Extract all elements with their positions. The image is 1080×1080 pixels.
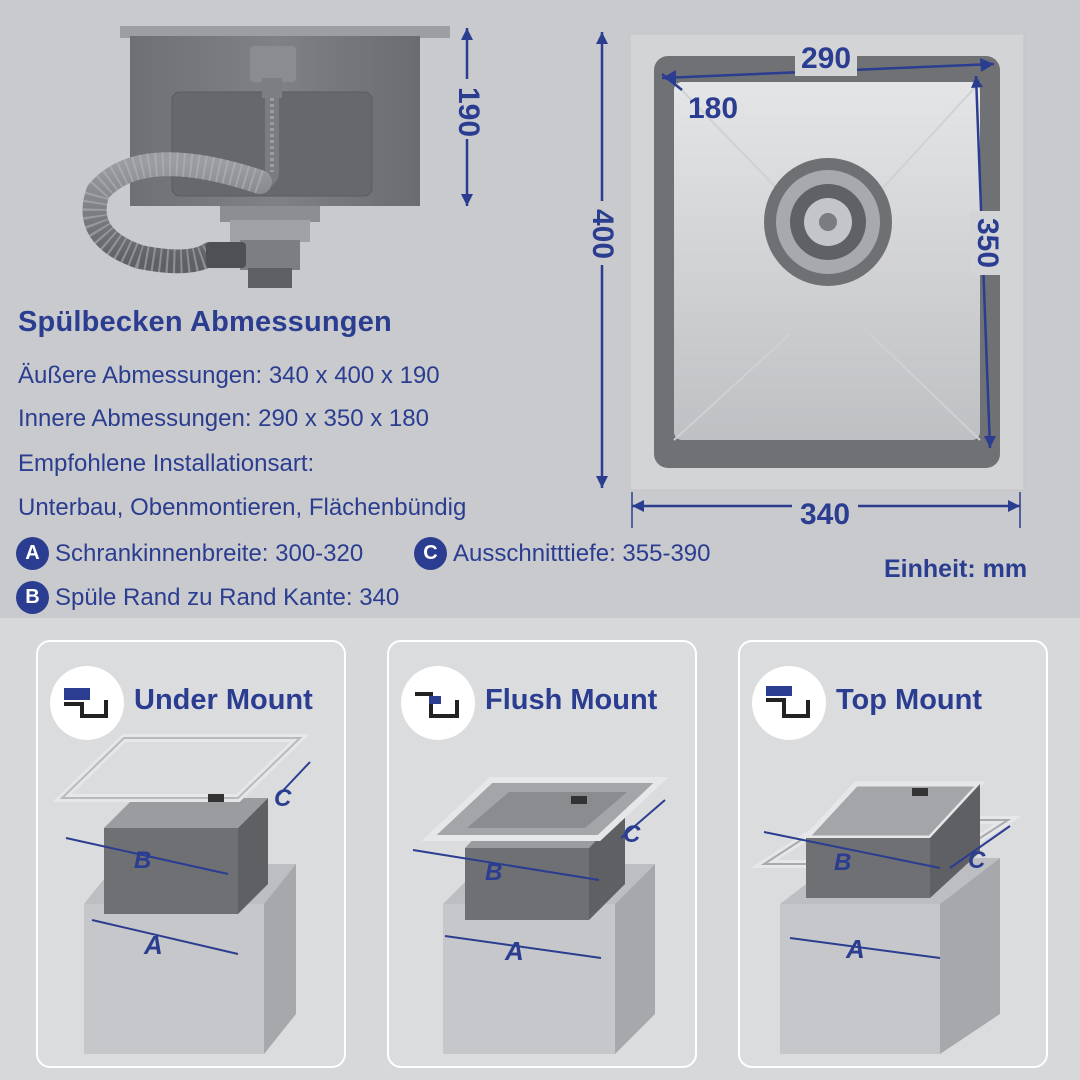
under-mount-label-a: A	[143, 930, 163, 960]
top-mount-label-c: C	[968, 847, 986, 874]
inner-dimensions-text: Innere Abmessungen: 290 x 350 x 180	[18, 405, 429, 432]
under-mount-icon	[64, 688, 108, 718]
under-mount-title: Under Mount	[134, 684, 313, 716]
top-mount-title: Top Mount	[836, 684, 983, 716]
sink-side-view-image	[82, 26, 450, 288]
flush-mount-diagram: B A C	[412, 777, 669, 1054]
spec-b-text: Spüle Rand zu Rand Kante: 340	[55, 583, 400, 611]
a-badge: A	[16, 537, 49, 570]
flush-mount-label-b: B	[485, 859, 502, 886]
sink-top-view-image	[630, 34, 1025, 491]
top-mount-diagram: B A C	[750, 781, 1022, 1054]
flush-mount-icon	[415, 692, 459, 718]
spec-title: Spülbecken Abmessungen	[18, 306, 392, 338]
length-400-label: 400	[585, 201, 619, 265]
spec-c-text: Ausschnitttiefe: 355-390	[453, 539, 711, 567]
flush-mount-badge	[401, 666, 475, 740]
flush-mount-label-a: A	[504, 936, 524, 966]
spec-c-row: C Ausschnitttiefe: 355-390	[414, 537, 711, 570]
flush-mount-title: Flush Mount	[485, 684, 658, 716]
under-mount-label-b: B	[134, 847, 151, 874]
b-badge: B	[16, 581, 49, 614]
unit-label: Einheit: mm	[884, 555, 1028, 583]
outer-dimensions-text: Äußere Abmessungen: 340 x 400 x 190	[18, 362, 440, 389]
under-mount-label-c: C	[274, 785, 292, 812]
under-mount-badge	[50, 666, 124, 740]
spec-a-text: Schrankinnenbreite: 300-320	[55, 539, 364, 567]
top-mount-label-a: A	[845, 934, 865, 964]
top-mount-label-b: B	[834, 849, 851, 876]
card-top-mount: Top Mount B A C	[738, 640, 1048, 1068]
spec-b-row: B Spüle Rand zu Rand Kante: 340	[16, 581, 399, 614]
inner-length-350-label: 350	[970, 211, 1004, 275]
card-flush-mount: Flush Mount B A C	[387, 640, 697, 1068]
card-under-mount: Under Mount B A C	[36, 640, 346, 1068]
c-badge: C	[414, 537, 447, 570]
spec-a-row: A Schrankinnenbreite: 300-320	[16, 537, 363, 570]
top-view-dimension-lines	[596, 32, 1021, 528]
inner-depth-180-label: 180	[688, 92, 739, 125]
width-340-label: 340	[792, 498, 859, 532]
under-mount-diagram: B A C	[52, 734, 311, 1054]
flush-mount-label-c: C	[623, 821, 641, 848]
top-mount-icon	[766, 686, 810, 718]
inner-width-290-label: 290	[795, 42, 858, 76]
top-mount-badge	[752, 666, 826, 740]
install-label-text: Empfohlene Installationsart:	[18, 450, 315, 477]
height-190-label: 190	[451, 79, 485, 139]
install-types-text: Unterbau, Obenmontieren, Flächenbündig	[18, 494, 467, 521]
